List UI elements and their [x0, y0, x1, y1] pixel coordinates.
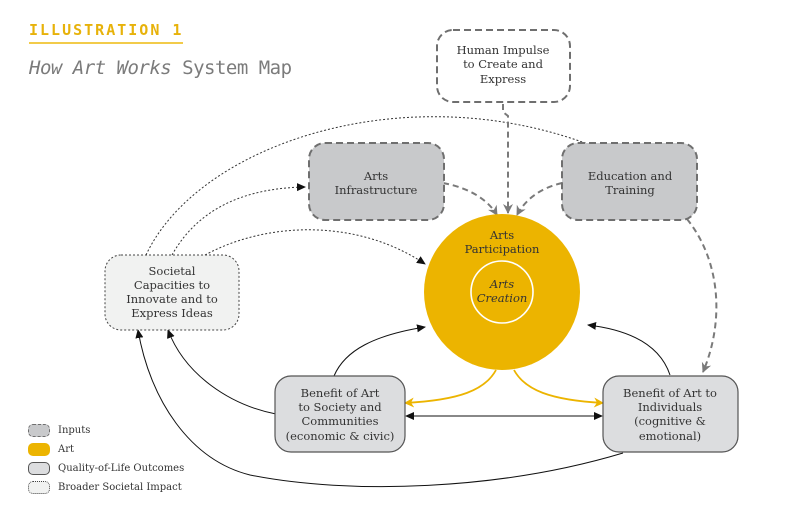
node-label: Arts: [489, 277, 514, 291]
legend: Inputs Art Quality-of-Life Outcomes Broa…: [28, 421, 184, 497]
node-label: Communities: [301, 414, 378, 428]
node-label: Arts: [363, 169, 388, 183]
node-label: Participation: [465, 242, 540, 256]
legend-label: Art: [58, 444, 75, 455]
legend-item-broader-societal: Broader Societal Impact: [28, 478, 184, 497]
edge-education-to-individuals: [686, 218, 718, 373]
edge-impulse-to-participation: [502, 104, 513, 214]
node-label: Capacities to: [134, 278, 210, 292]
node-benefit-society[interactable]: Benefit of Art to Society and Communitie…: [274, 375, 406, 453]
node-societal-capacities[interactable]: Societal Capacities to Innovate and to E…: [104, 254, 240, 331]
node-education-training[interactable]: Education and Training: [561, 142, 698, 221]
node-label: Creation: [477, 291, 528, 305]
edge-individuals-to-participation: [587, 321, 671, 376]
node-label: Human Impulse: [457, 43, 550, 57]
node-label: Benefit of Art to: [623, 386, 717, 400]
node-benefit-individuals[interactable]: Benefit of Art to Individuals (cognitive…: [602, 375, 739, 453]
legend-label: Inputs: [58, 425, 91, 436]
node-label: emotional): [639, 429, 701, 443]
legend-label: Broader Societal Impact: [58, 482, 182, 493]
legend-item-inputs: Inputs: [28, 421, 184, 440]
quality-of-life-swatch-icon: [28, 462, 50, 475]
node-label: Innovate and to: [126, 292, 218, 306]
node-label: to Society and: [298, 400, 382, 414]
node-label: Express: [480, 72, 526, 86]
node-arts-infrastructure[interactable]: Arts Infrastructure: [308, 142, 445, 221]
eyebrow-divider: [29, 42, 183, 44]
edge-individuals-to-societal: [135, 329, 624, 488]
node-label: (cognitive &: [634, 414, 706, 428]
illustration-label: ILLUSTRATION 1: [29, 21, 184, 39]
node-label: Individuals: [638, 400, 702, 414]
node-label: Express Ideas: [131, 306, 213, 320]
node-label: to Create and: [463, 57, 544, 71]
edge-societal-to-participation: [204, 229, 426, 265]
diagram-title: How Art Works System Map: [29, 57, 292, 79]
legend-item-art: Art: [28, 440, 184, 459]
edge-society-to-participation: [333, 324, 426, 377]
broader-societal-swatch-icon: [28, 481, 50, 494]
node-label: Benefit of Art: [301, 386, 380, 400]
edge-societal-to-infrastructure: [171, 183, 306, 256]
edge-participation-to-society: [404, 369, 497, 408]
edge-society-to-societal: [167, 329, 277, 415]
node-arts-creation[interactable]: Arts Creation: [470, 260, 534, 324]
inputs-swatch-icon: [28, 424, 50, 437]
title-italic: How Art Works: [29, 57, 172, 79]
title-rest: System Map: [171, 57, 292, 79]
node-label: Arts: [489, 228, 514, 242]
legend-item-quality-of-life: Quality-of-Life Outcomes: [28, 459, 184, 478]
legend-label: Quality-of-Life Outcomes: [58, 463, 185, 474]
node-label: Societal: [149, 264, 196, 278]
node-label: Education and: [588, 169, 673, 183]
edge-education-to-participation: [516, 182, 563, 216]
node-label: Infrastructure: [335, 183, 418, 197]
node-label: Training: [605, 183, 655, 197]
node-human-impulse[interactable]: Human Impulse to Create and Express: [436, 29, 571, 103]
edge-infrastructure-to-participation: [442, 182, 498, 216]
node-label: (economic & civic): [286, 429, 395, 443]
art-swatch-icon: [28, 443, 50, 456]
edge-participation-to-individuals: [513, 369, 604, 408]
